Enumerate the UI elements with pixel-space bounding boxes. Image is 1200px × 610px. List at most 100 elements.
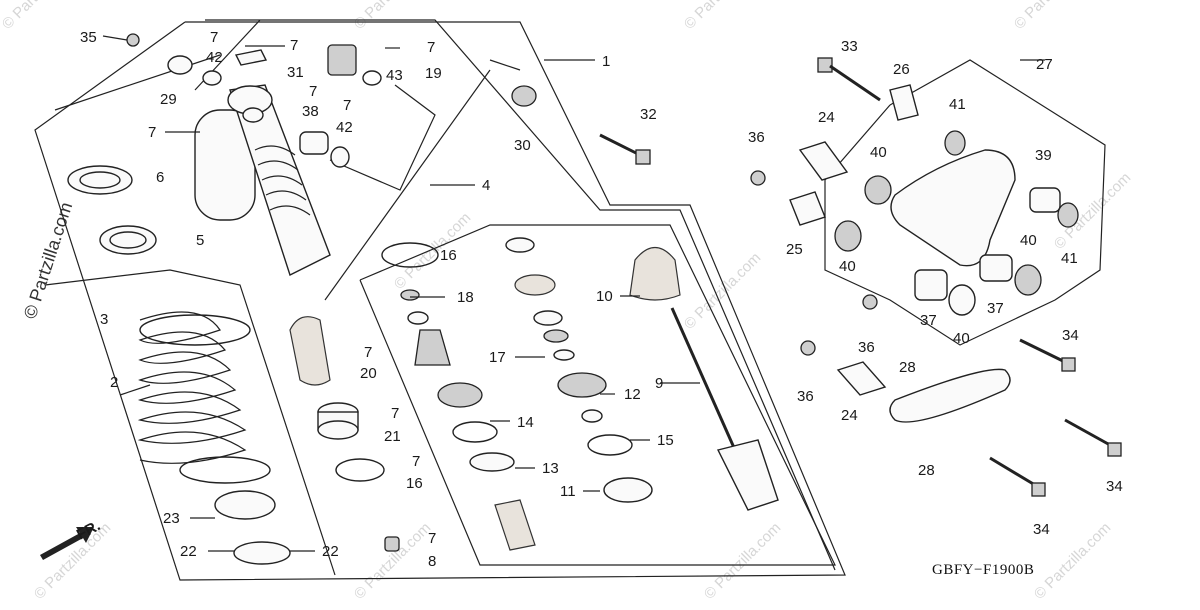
- callout-22: 22: [322, 543, 339, 560]
- callout-3: 3: [100, 311, 108, 328]
- callout-7: 7: [309, 83, 317, 100]
- callout-36: 36: [748, 129, 765, 146]
- callout-1: 1: [602, 53, 610, 70]
- callout-33: 33: [841, 38, 858, 55]
- callout-36: 36: [858, 339, 875, 356]
- circlip-16: [335, 458, 385, 482]
- lock-nuts: [67, 165, 157, 255]
- shock-absorber-body: [194, 84, 331, 276]
- callout-37: 37: [920, 312, 937, 329]
- seal-40: [1014, 264, 1042, 296]
- callout-40: 40: [870, 144, 887, 161]
- bolt-34: [1019, 338, 1076, 372]
- callout-8: 8: [428, 553, 436, 570]
- callout-7: 7: [364, 344, 372, 361]
- valve-8: [384, 536, 400, 552]
- watermark: © Partzilla.com: [681, 0, 764, 33]
- collar-29: [167, 55, 193, 75]
- watermark: © Partzilla.com: [0, 0, 82, 33]
- callout-5: 5: [196, 232, 204, 249]
- circlip-16: [381, 242, 439, 268]
- bolt-34: [989, 456, 1046, 497]
- callout-19: 19: [425, 65, 442, 82]
- callout-16: 16: [406, 475, 423, 492]
- callout-37: 37: [987, 300, 1004, 317]
- callout-27: 27: [1036, 56, 1053, 73]
- callout-7: 7: [427, 39, 435, 56]
- bolt-32: [599, 133, 651, 165]
- callout-28: 28: [899, 359, 916, 376]
- damper-piston-stack: [400, 289, 536, 551]
- cap-36: [750, 170, 766, 186]
- stopper-ring-22: [233, 541, 291, 565]
- cap-36: [800, 340, 816, 356]
- callout-29: 29: [160, 91, 177, 108]
- cap-30: [511, 85, 537, 107]
- callout-42: 42: [336, 119, 353, 136]
- callout-23: 23: [163, 510, 180, 527]
- callout-7: 7: [290, 37, 298, 54]
- callout-7: 7: [428, 530, 436, 547]
- callout-10: 10: [596, 288, 613, 305]
- bearing-38: [299, 131, 329, 155]
- bearing-39: [1029, 187, 1061, 213]
- callout-17: 17: [489, 349, 506, 366]
- callout-43: 43: [386, 67, 403, 84]
- callout-40: 40: [953, 330, 970, 347]
- bump-rubber-20: [289, 316, 331, 386]
- callout-41: 41: [949, 96, 966, 113]
- callout-35: 35: [80, 29, 97, 46]
- callout-36: 36: [797, 388, 814, 405]
- damper-rod-9: [670, 307, 779, 511]
- collar-24: [798, 141, 849, 181]
- seal-31: [234, 49, 268, 66]
- callout-20: 20: [360, 365, 377, 382]
- callout-42: 42: [206, 49, 223, 66]
- collar-26: [889, 84, 919, 121]
- seal-40: [948, 284, 976, 316]
- bearing-37: [979, 254, 1013, 282]
- callout-34: 34: [1033, 521, 1050, 538]
- bearing-41: [1057, 202, 1079, 228]
- callout-14: 14: [517, 414, 534, 431]
- callout-38: 38: [302, 103, 319, 120]
- watermark: © Partzilla.com: [701, 519, 784, 602]
- callout-30: 30: [514, 137, 531, 154]
- diagram-part-code: GBFY−F1900B: [932, 562, 1034, 578]
- bearing-42: [330, 146, 350, 168]
- callout-2: 2: [110, 374, 118, 391]
- callout-4: 4: [482, 177, 490, 194]
- leader-lines: [102, 35, 1045, 552]
- callout-9: 9: [655, 375, 663, 392]
- bump-stop-10: [629, 246, 681, 301]
- watermark: © Partzilla.com: [1011, 0, 1094, 33]
- bearing-42: [202, 70, 222, 86]
- callout-18: 18: [457, 289, 474, 306]
- seal-40: [864, 175, 892, 205]
- shim-stack: [505, 237, 653, 503]
- callout-32: 32: [640, 106, 657, 123]
- callout-6: 6: [156, 169, 164, 186]
- callout-41: 41: [1061, 250, 1078, 267]
- callout-7: 7: [391, 405, 399, 422]
- o-ring-43: [362, 70, 382, 86]
- callout-24: 24: [841, 407, 858, 424]
- callout-34: 34: [1062, 327, 1079, 344]
- spring: [137, 311, 271, 484]
- callout-16: 16: [440, 247, 457, 264]
- nut-35: [126, 33, 140, 47]
- callout-21: 21: [384, 428, 401, 445]
- callout-39: 39: [1035, 147, 1052, 164]
- cap-36: [862, 294, 878, 310]
- bolt-34: [1064, 418, 1122, 457]
- bearing-37: [914, 269, 948, 301]
- watermark-vertical: © Partzilla.com: [20, 200, 77, 322]
- cap-21: [317, 402, 359, 440]
- callout-11: 11: [560, 483, 576, 500]
- callout-7: 7: [343, 97, 351, 114]
- callout-25: 25: [786, 241, 803, 258]
- callout-7: 7: [412, 453, 420, 470]
- bearing-41: [944, 130, 966, 156]
- callout-15: 15: [657, 432, 674, 449]
- collar-24: [836, 361, 887, 396]
